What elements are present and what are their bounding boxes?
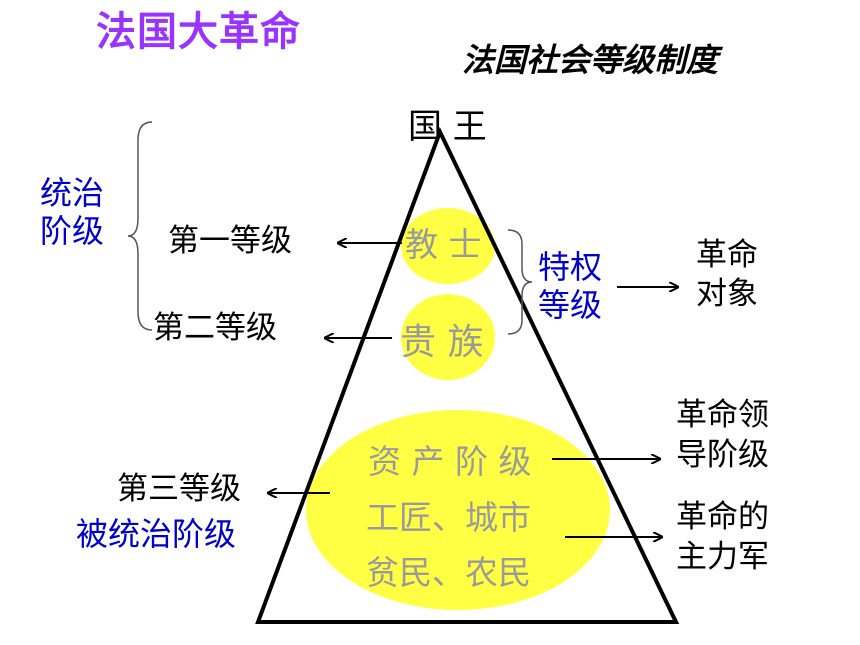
page-title: 法国大革命 [96,9,301,55]
privileged-estates-label: 特权等级 [538,248,603,325]
bourgeoisie-label: 资 产 阶 级 [368,442,532,481]
nobility-label: 贵 族 [400,322,484,363]
peasants-label: 贫民、农民 [366,553,531,592]
ruled-class-label: 被统治阶级 [76,515,237,553]
clergy-ellipse [401,208,495,284]
ruling-class-label: 统治阶级 [40,174,105,251]
ruling-class-brace [127,121,153,331]
nobility-ellipse [401,294,495,380]
artisans-label: 工匠、城市 [366,498,531,537]
second-estate-label: 第二等级 [153,310,277,346]
third-estate-label: 第三等级 [117,471,241,507]
pyramid-triangle [255,126,680,624]
revolution-target-label: 革命对象 [696,237,758,312]
privileged-brace [507,229,533,335]
clergy-label: 教 士 [405,225,482,264]
king-label: 国 王 [408,107,487,147]
first-estate-label: 第一等级 [168,223,292,259]
diagram-subtitle: 法国社会等级制度 [462,41,719,79]
third-estate-ellipse [306,410,610,610]
leading-class-label: 革命领导阶级 [676,397,769,474]
main-force-label: 革命的主力军 [676,499,769,576]
